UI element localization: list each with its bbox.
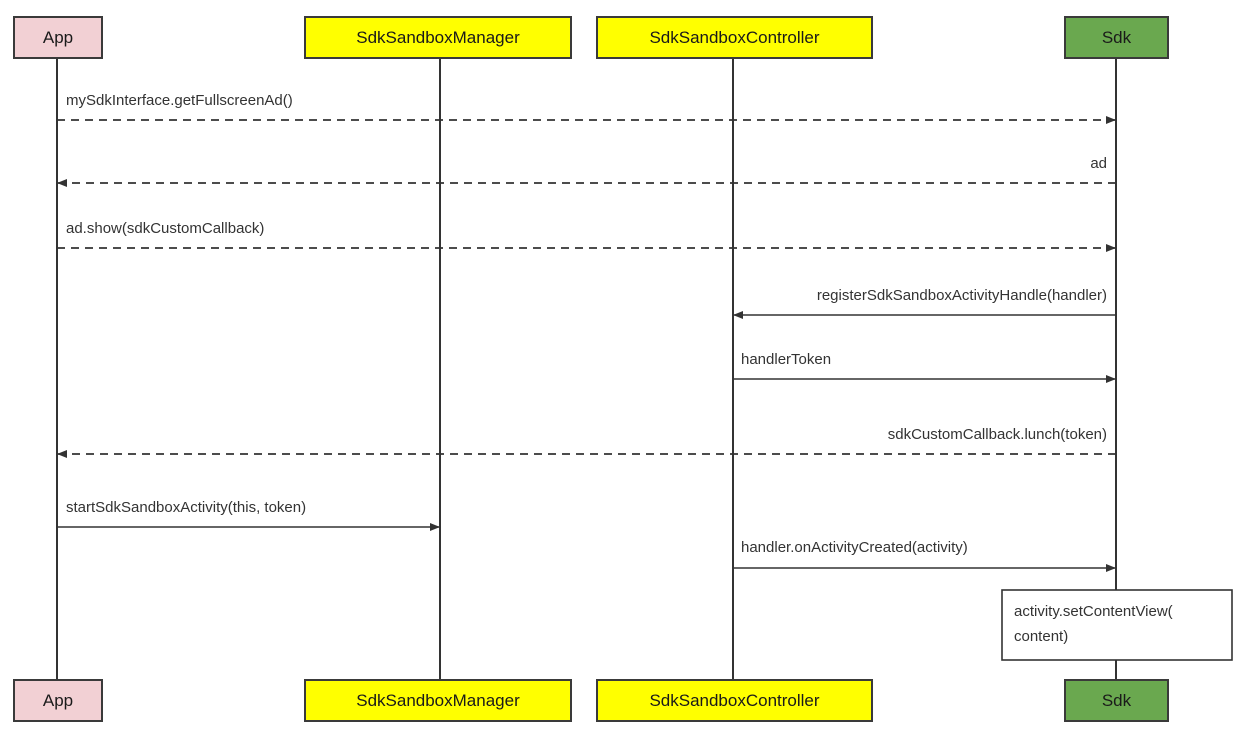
note-box-n1 bbox=[1001, 589, 1233, 661]
notes-group: activity.setContentView( content) bbox=[1001, 589, 1233, 661]
lifelines-group bbox=[56, 58, 1117, 680]
message-label-m7: startSdkSandboxActivity(this, token) bbox=[66, 499, 306, 516]
message-label-m4: registerSdkSandboxActivityHandle(handler… bbox=[817, 287, 1107, 304]
participant-box-controller-bottom[interactable] bbox=[596, 679, 873, 722]
participant-sdk-top[interactable]: Sdk bbox=[1064, 16, 1169, 59]
participant-manager-top[interactable]: SdkSandboxManager bbox=[304, 16, 572, 59]
messages-group: mySdkInterface.getFullscreenAd() ad ad.sho… bbox=[57, 92, 1116, 572]
message-label-m1: mySdkInterface.getFullscreenAd() bbox=[66, 92, 293, 109]
participant-box-app-bottom[interactable] bbox=[13, 679, 103, 722]
participant-box-controller-top[interactable] bbox=[596, 16, 873, 59]
participant-label-manager-bottom: SdkSandboxManager bbox=[356, 691, 520, 710]
participant-label-app-bottom: App bbox=[43, 691, 73, 710]
participant-controller-bottom[interactable]: SdkSandboxController bbox=[596, 679, 873, 722]
participant-boxes-group: AppAppSdkSandboxManagerSdkSandboxManager… bbox=[13, 16, 1169, 722]
participant-box-manager-top[interactable] bbox=[304, 16, 572, 59]
participant-sdk-bottom[interactable]: Sdk bbox=[1064, 679, 1169, 722]
participant-label-app-top: App bbox=[43, 28, 73, 47]
participant-label-sdk-top: Sdk bbox=[1102, 28, 1132, 47]
participant-box-sdk-bottom[interactable] bbox=[1064, 679, 1169, 722]
participant-label-controller-bottom: SdkSandboxController bbox=[649, 691, 819, 710]
participant-box-manager-bottom[interactable] bbox=[304, 679, 572, 722]
message-label-m8: handler.onActivityCreated(activity) bbox=[741, 539, 968, 556]
participant-app-bottom[interactable]: App bbox=[13, 679, 103, 722]
participant-manager-bottom[interactable]: SdkSandboxManager bbox=[304, 679, 572, 722]
participant-app-top[interactable]: App bbox=[13, 16, 103, 59]
participant-controller-top[interactable]: SdkSandboxController bbox=[596, 16, 873, 59]
participant-box-sdk-top[interactable] bbox=[1064, 16, 1169, 59]
participant-box-app-top[interactable] bbox=[13, 16, 103, 59]
note-text-n1-line1: activity.setContentView( bbox=[1014, 603, 1173, 620]
message-label-m5: handlerToken bbox=[741, 351, 831, 368]
participant-label-controller-top: SdkSandboxController bbox=[649, 28, 819, 47]
participant-label-manager-top: SdkSandboxManager bbox=[356, 28, 520, 47]
note-text-n1-line2: content) bbox=[1014, 628, 1068, 645]
message-label-m3: ad.show(sdkCustomCallback) bbox=[66, 220, 264, 237]
participant-label-sdk-bottom: Sdk bbox=[1102, 691, 1132, 710]
message-label-m2: ad bbox=[1090, 155, 1107, 172]
message-label-m6: sdkCustomCallback.lunch(token) bbox=[888, 426, 1107, 443]
